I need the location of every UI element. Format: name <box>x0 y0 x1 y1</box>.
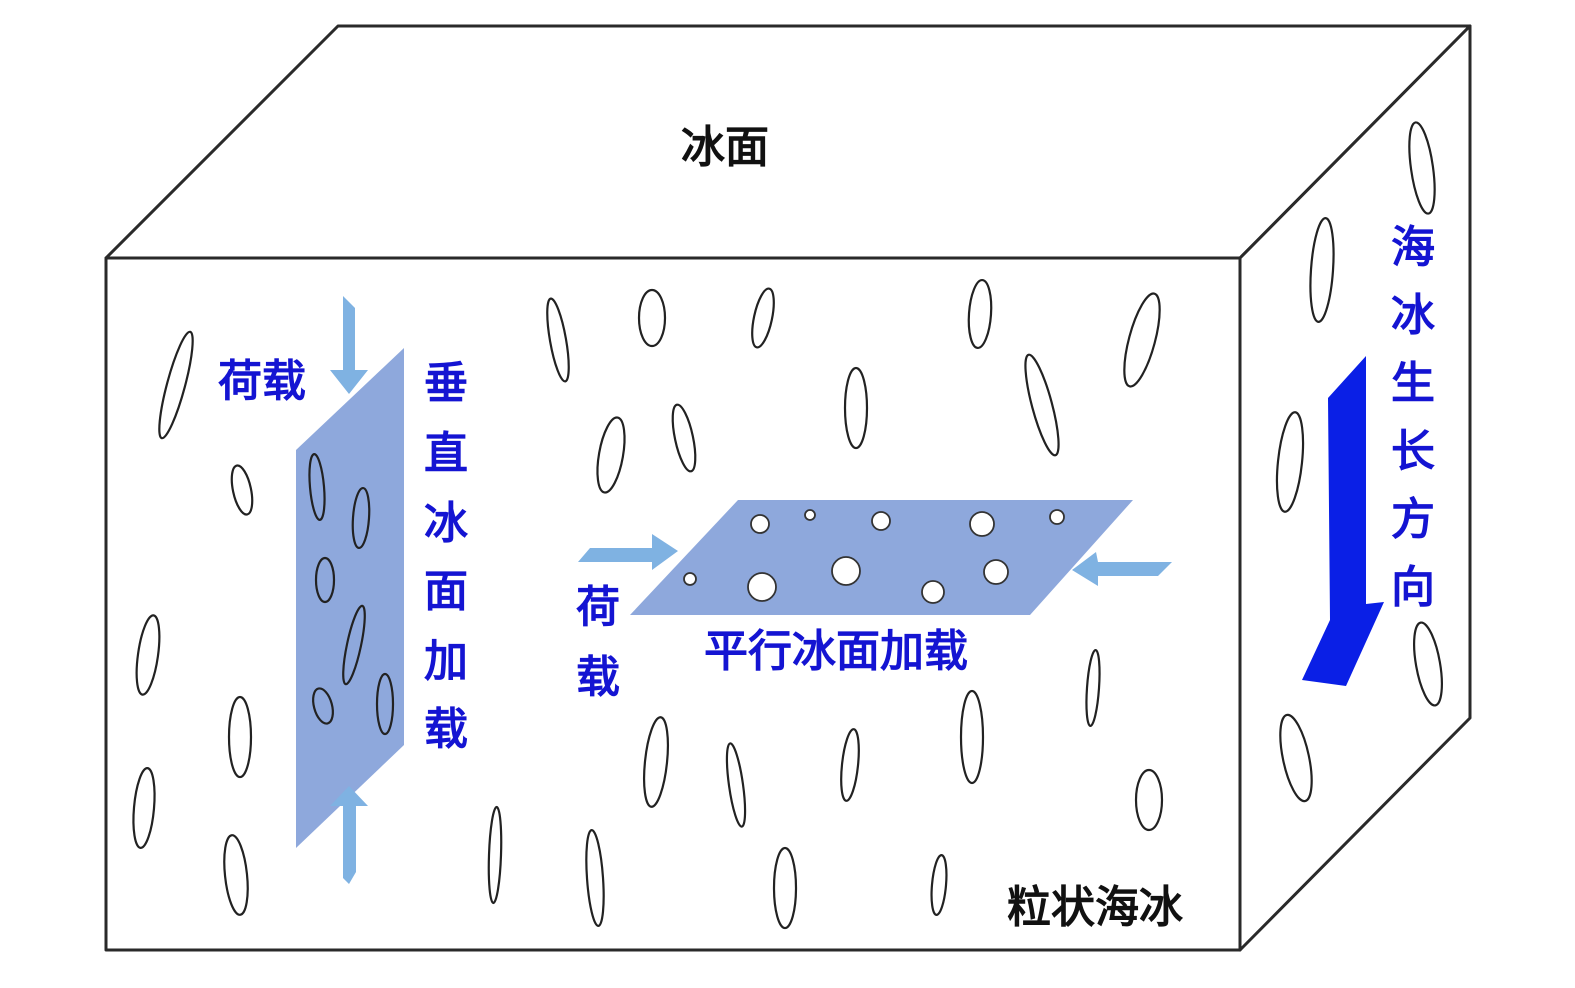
load-label-right-char-1: 荷 <box>576 582 620 633</box>
vertical-loading-label: 垂 直 冰 面 加 载 <box>424 358 469 755</box>
ice-grain <box>132 767 156 849</box>
ice-grain <box>1024 353 1060 457</box>
void-pore <box>831 556 861 586</box>
ice-grain <box>314 556 336 604</box>
load-arrow-down <box>330 296 368 394</box>
vertical-loading-char: 载 <box>424 704 468 755</box>
load-arrow-right <box>578 534 678 570</box>
ice-grain <box>959 689 985 785</box>
ice-grain <box>642 716 670 808</box>
side-face-grains <box>1275 121 1443 803</box>
load-label-left: 荷载 <box>218 356 306 407</box>
ice-grain <box>1408 121 1436 215</box>
void-pore <box>871 511 891 531</box>
growth-direction-label: 海 冰 生 长 方 向 <box>1391 222 1436 613</box>
ice-grain <box>487 805 503 905</box>
void-pore <box>747 572 777 602</box>
growth-direction-char: 向 <box>1391 562 1435 613</box>
load-arrow-left <box>1072 552 1172 586</box>
growth-direction-char: 冰 <box>1391 290 1436 341</box>
ice-grain <box>375 672 395 736</box>
ice-surface-label: 冰面 <box>681 122 769 173</box>
ice-grain <box>840 728 860 802</box>
void-pore <box>683 572 697 586</box>
ice-grain <box>312 687 334 725</box>
vertical-loading-char: 面 <box>424 566 468 617</box>
growth-direction-char: 方 <box>1391 494 1435 545</box>
vertical-loading-char: 直 <box>424 428 468 479</box>
ice-grain <box>1279 713 1313 803</box>
vertical-loading-plane-group <box>296 296 404 884</box>
ice-grain <box>351 486 371 550</box>
void-pore <box>804 509 816 521</box>
ice-grain <box>1123 292 1161 388</box>
void-pore <box>983 559 1009 585</box>
parallel-loading-label: 平行冰面加载 <box>704 626 968 677</box>
ice-grain <box>1413 621 1443 707</box>
ice-grain <box>227 695 253 779</box>
ice-grain <box>223 834 249 916</box>
ice-grain <box>967 278 993 350</box>
ice-grain <box>1275 411 1305 513</box>
void-pore <box>750 514 770 534</box>
load-label-right-char-2: 载 <box>576 652 620 703</box>
ice-grain <box>596 416 626 494</box>
growth-direction-char: 生 <box>1391 358 1435 409</box>
ice-grain <box>725 742 747 828</box>
void-pore <box>1049 509 1065 525</box>
vertical-loading-char: 垂 <box>424 358 468 409</box>
ice-grain <box>671 403 697 473</box>
load-arrow-up <box>330 786 368 884</box>
ice-grain <box>158 330 194 440</box>
ice-block-top-face <box>104 24 1472 260</box>
front-face-grains <box>132 278 1164 930</box>
void-pore <box>969 511 995 537</box>
vertical-loading-char: 加 <box>424 636 468 687</box>
granular-ice-label: 粒状海冰 <box>1007 882 1184 933</box>
ice-grain <box>308 453 326 521</box>
void-pore <box>921 580 945 604</box>
ice-grain <box>930 854 948 916</box>
ice-grain <box>751 287 775 349</box>
parallel-loading-plane-group <box>578 500 1172 615</box>
ice-grain <box>1085 648 1101 728</box>
ice-grain <box>1309 217 1335 323</box>
ice-grain <box>772 846 798 930</box>
growth-direction-char: 海 <box>1391 222 1435 273</box>
vertical-loading-char: 冰 <box>424 498 469 549</box>
ice-grain <box>637 288 667 348</box>
ice-grain <box>135 614 161 696</box>
growth-direction-char: 长 <box>1391 426 1435 477</box>
growth-direction-arrow <box>1302 356 1384 686</box>
ice-grain <box>843 366 869 450</box>
ice-grain <box>585 829 605 927</box>
ice-grain <box>1134 768 1164 832</box>
ice-grain <box>546 297 570 383</box>
ice-grain <box>230 464 254 516</box>
ice-grain <box>342 604 366 686</box>
